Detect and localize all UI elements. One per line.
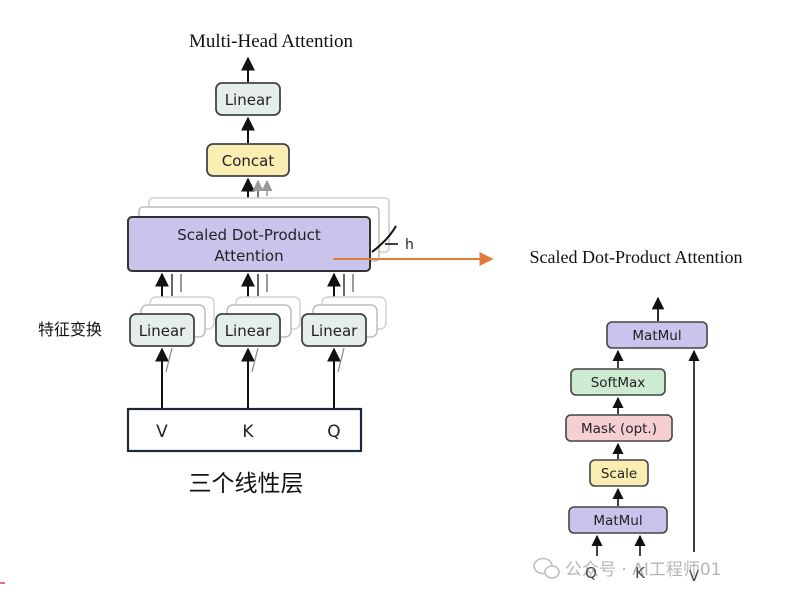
multihead-title: Multi-Head Attention [189,31,354,52]
mask-block: Mask (opt.) [565,414,673,442]
matmul-bottom-block: MatMul [568,506,668,534]
scale-block: Scale [589,459,649,487]
linear-v-block: Linear [129,296,215,347]
sdpa-input-k: K [635,564,646,582]
input-k-label: K [242,422,254,442]
linear-v-label: Linear [139,322,186,340]
projection-label: 特征变换 [38,320,102,339]
linear-q-block: Linear [301,296,387,347]
matmul-bottom-label: MatMul [593,513,642,529]
heads-bracket [371,225,397,253]
linear-top-block: Linear [215,82,281,116]
linear-k-block: Linear [215,296,301,347]
sdpa-block: Scaled Dot-Product Attention [127,216,371,272]
linear-q-label: Linear [311,322,358,340]
sdpa-input-v: V [689,567,700,585]
sdpa-title: Scaled Dot-Product Attention [530,247,743,267]
inputs-caption: 三个线性层 [189,471,304,497]
inputs-box: V K Q [126,407,363,453]
heads-label: h [405,237,414,253]
concat-label: Concat [222,152,275,170]
softmax-label: SoftMax [591,375,646,391]
input-q-label: Q [327,422,340,442]
scale-label: Scale [601,466,637,482]
linear-top-label: Linear [225,91,272,109]
matmul-top-label: MatMul [632,328,681,344]
watermark: 公众号 · AI工程师01 [533,557,722,580]
watermark-text: 公众号 · AI工程师01 [565,560,722,580]
concat-block: Concat [206,143,290,177]
input-v-label: V [156,422,168,442]
wechat-icon [533,557,560,579]
sdpa-block-line2: Attention [214,247,283,265]
sdpa-block-line1: Scaled Dot-Product [177,226,321,244]
sdpa-input-q: Q [585,564,597,582]
softmax-block: SoftMax [570,368,666,396]
matmul-top-block: MatMul [606,321,708,349]
mask-label: Mask (opt.) [581,421,657,437]
input-to-linear-arrows [155,347,345,408]
linear-k-label: Linear [225,322,272,340]
